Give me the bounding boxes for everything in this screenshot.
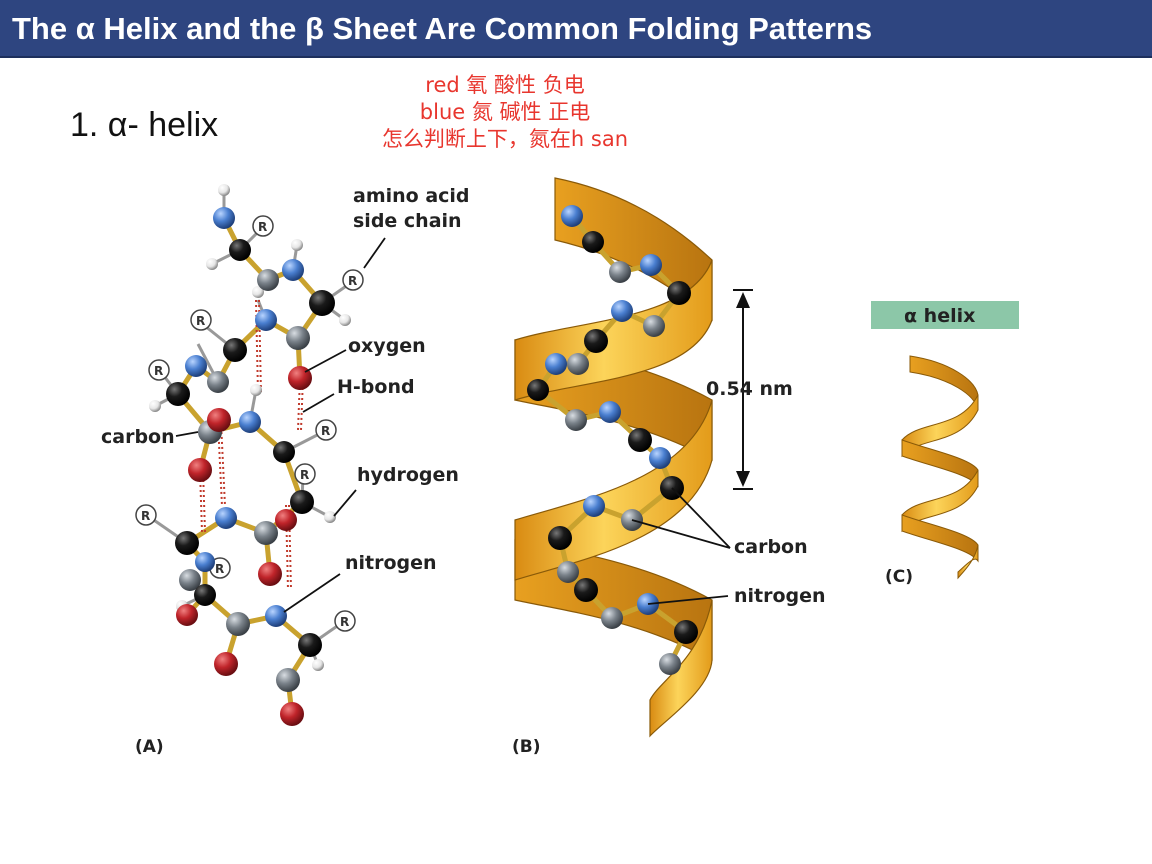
title-bar: The α Helix and the β Sheet Are Common F…: [0, 0, 1152, 58]
panel-a-ball-stick-model: R R R R R R R R R: [101, 184, 470, 757]
svg-text:R: R: [215, 562, 224, 576]
backbone-atoms: [166, 207, 335, 726]
label-nitrogen-b: nitrogen: [734, 585, 826, 607]
label-hydrogen: hydrogen: [357, 464, 459, 486]
panel-c-label: (C): [885, 567, 913, 587]
label-pitch: 0.54 nm: [706, 378, 793, 400]
panel-a-label: (A): [135, 737, 164, 757]
pitch-arrow: [733, 289, 753, 490]
label-nitrogen-a: nitrogen: [345, 552, 437, 574]
svg-text:R: R: [196, 314, 205, 328]
svg-text:R: R: [348, 274, 357, 288]
svg-text:R: R: [300, 468, 309, 482]
note-line-question: 怎么判断上下，氮在h san: [381, 127, 629, 151]
annotation-note: red 氧 酸性 负电 blue 氮 碱性 正电 怎么判断上下，氮在h san: [360, 72, 650, 153]
slide-title: The α Helix and the β Sheet Are Common F…: [12, 11, 873, 46]
note-line-blue: blue 氮 碱性 正电: [419, 100, 591, 124]
label-amino-acid: amino acid: [353, 185, 470, 207]
label-h-bond: H-bond: [337, 376, 415, 398]
bullet-alpha-helix: 1. α- helix: [70, 106, 219, 144]
svg-text:R: R: [141, 509, 150, 523]
svg-text:R: R: [321, 424, 330, 438]
svg-text:R: R: [340, 615, 349, 629]
label-carbon-b: carbon: [734, 536, 808, 558]
r-groups: R R R R R R R R R: [135, 215, 364, 632]
panel-c-cartoon-model: α helix (C): [871, 301, 1019, 587]
panel-b-ribbon-model: 0.54 nm carbon nitrogen (B): [512, 177, 826, 757]
label-oxygen: oxygen: [348, 335, 426, 357]
svg-text:R: R: [258, 220, 267, 234]
note-line-red: red 氧 酸性 负电: [425, 73, 585, 97]
panel-b-label: (B): [512, 737, 541, 757]
panel-c-header: α helix: [904, 305, 975, 327]
label-carbon-a: carbon: [101, 426, 175, 448]
panel-c-header-bg: [871, 301, 1019, 329]
label-side-chain: side chain: [353, 210, 462, 232]
svg-text:R: R: [154, 364, 163, 378]
